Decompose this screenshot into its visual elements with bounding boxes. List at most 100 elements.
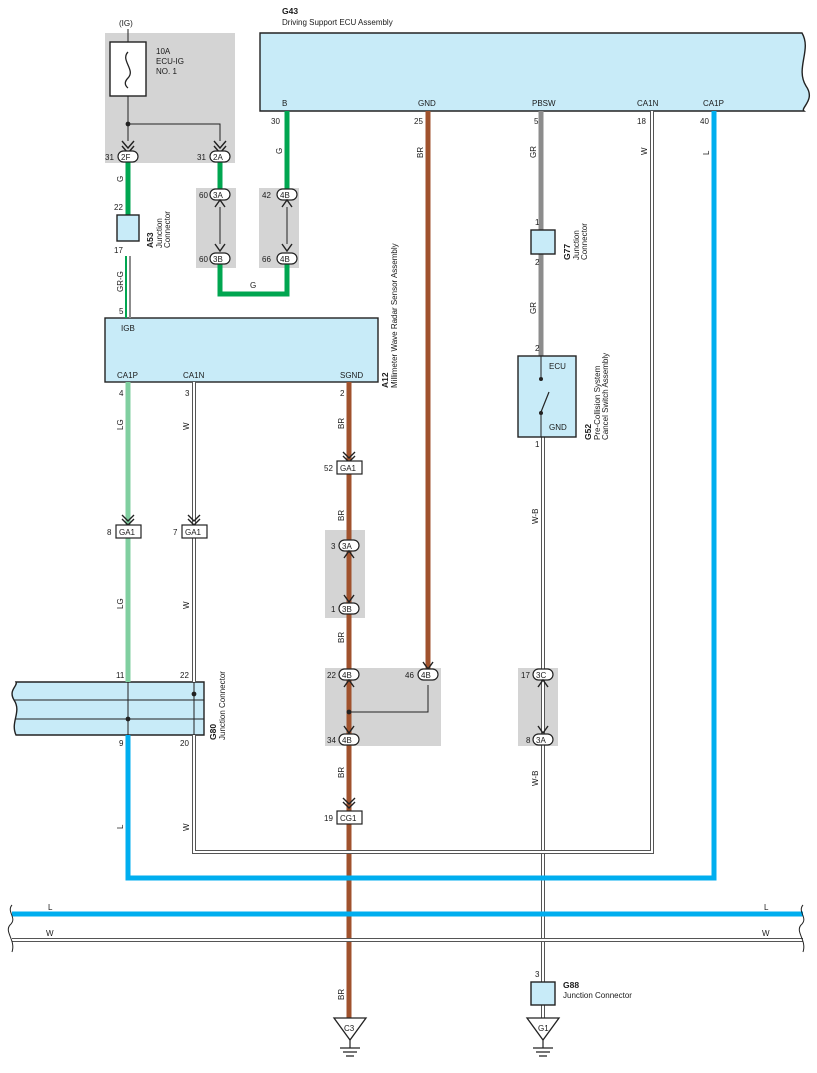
svg-text:60: 60 — [199, 191, 208, 200]
g43-pin-ca1p-label: CA1P — [703, 99, 724, 108]
a53-pin-bottom: 17 — [114, 246, 123, 255]
g52-pin-bottom: 1 — [535, 440, 540, 449]
svg-text:22: 22 — [327, 671, 336, 680]
junction-area-4b-mid — [325, 668, 441, 746]
wire-label-bus-l-right: L — [764, 903, 769, 912]
svg-text:GA1: GA1 — [185, 528, 202, 537]
svg-text:46: 46 — [405, 671, 414, 680]
g52-name-2: Cancel Switch Assembly — [601, 353, 610, 440]
wire-label-br-mid1: BR — [337, 510, 346, 521]
wire-label-br-low: BR — [337, 767, 346, 778]
a12-pin-sgnd-number: 2 — [340, 389, 345, 398]
connector-3a-mid: 3A 3 — [331, 539, 360, 559]
wire-l-ca1p — [125, 111, 717, 881]
connector-ga1-8: GA1 8 — [107, 514, 142, 539]
wire-label-bus-l-left: L — [48, 903, 53, 912]
svg-text:CG1: CG1 — [340, 814, 357, 823]
svg-text:8: 8 — [526, 736, 531, 745]
svg-text:C3: C3 — [344, 1024, 355, 1033]
wire-label-br-ground: BR — [337, 989, 346, 1000]
g52-code: G52 — [583, 424, 593, 440]
connector-2a: 2A 31 — [197, 140, 231, 163]
connector-3b-mid: 3B 1 — [331, 594, 360, 615]
g88-connector-box — [530, 981, 556, 1006]
g88-name: Junction Connector — [563, 991, 632, 1000]
svg-text:7: 7 — [173, 528, 178, 537]
g52-gnd-label: GND — [549, 423, 567, 432]
svg-text:3B: 3B — [342, 605, 352, 614]
wire-label-l-ecu: L — [702, 150, 711, 155]
wire-label-gr-ecu: GR — [529, 146, 538, 158]
g43-pin-gnd-label: GND — [418, 99, 436, 108]
g80-pin-11: 11 — [116, 671, 125, 680]
connector-4b-66: 4B 66 — [262, 243, 298, 265]
svg-text:52: 52 — [324, 464, 333, 473]
a12-pin-ca1p-number: 4 — [119, 389, 124, 398]
svg-text:GA1: GA1 — [340, 464, 357, 473]
wire-label-bus-w-right: W — [762, 929, 770, 938]
connector-3b-top: 3B 60 — [199, 243, 231, 265]
a12-radar-box — [104, 317, 379, 383]
a12-code: A12 — [380, 372, 390, 388]
g77-pin-bottom: 2 — [535, 258, 540, 267]
wire-label-wb-1: W-B — [531, 509, 540, 524]
svg-text:3B: 3B — [213, 255, 223, 264]
svg-text:3C: 3C — [536, 671, 546, 680]
wire-label-bus-w-left: W — [46, 929, 54, 938]
svg-text:4B: 4B — [421, 671, 431, 680]
a12-pin-ca1n-label: CA1N — [183, 371, 205, 380]
svg-text:66: 66 — [262, 255, 271, 264]
svg-text:42: 42 — [262, 191, 271, 200]
svg-text:31: 31 — [197, 153, 206, 162]
connector-4b-34: 4B 34 — [327, 725, 360, 746]
g80-pin-9: 9 — [119, 739, 124, 748]
svg-text:4B: 4B — [342, 671, 352, 680]
wire-label-br-a12: BR — [337, 418, 346, 429]
fuse-name-2: NO. 1 — [156, 67, 177, 76]
ground-g1: G1 — [525, 1017, 561, 1057]
connector-3a-top: 3A 60 — [199, 188, 231, 208]
wire-label-w-1: W — [182, 422, 191, 430]
junction-area-3c-3a — [518, 668, 558, 746]
svg-text:31: 31 — [105, 153, 114, 162]
g52-name-1: Pre-Collision System — [593, 365, 602, 440]
a53-name-1: Junction — [155, 218, 164, 248]
g52-pin-top: 2 — [535, 344, 540, 353]
wire-label-lg-2: LG — [116, 598, 125, 609]
g77-connector-box — [530, 229, 556, 255]
connector-4b-22: 4B 22 — [327, 668, 360, 688]
g88-code: G88 — [563, 980, 579, 990]
a12-pin-sgnd-label: SGND — [340, 371, 363, 380]
fuse-name-1: ECU-IG — [156, 57, 184, 66]
g43-ecu-box — [259, 32, 811, 112]
a12-pin-ca1p-label: CA1P — [117, 371, 138, 380]
svg-text:17: 17 — [521, 671, 530, 680]
a53-name-2: Connector — [163, 211, 172, 248]
g77-name-2: Connector — [580, 223, 589, 260]
wire-label-w-2: W — [182, 601, 191, 609]
fuse-icon — [124, 51, 131, 89]
g80-name: Junction Connector — [218, 671, 227, 740]
ground-c3: C3 — [332, 1017, 368, 1057]
wire-label-grg: GR-G — [116, 271, 125, 292]
connector-3a-bot: 3A 8 — [526, 725, 554, 746]
svg-text:3A: 3A — [536, 736, 546, 745]
g43-pin-gnd-number: 25 — [414, 117, 423, 126]
wire-label-w-ecu: W — [640, 147, 649, 155]
svg-text:1: 1 — [331, 605, 336, 614]
connector-4b-42: 4B 42 — [262, 188, 298, 208]
g88-pin: 3 — [535, 970, 540, 979]
svg-text:60: 60 — [199, 255, 208, 264]
svg-text:GA1: GA1 — [119, 528, 136, 537]
fuse-amp: 10A — [156, 47, 171, 56]
svg-text:3A: 3A — [342, 542, 352, 551]
connector-2f: 2F 31 — [105, 140, 139, 163]
g43-pin-b-number: 30 — [271, 117, 280, 126]
svg-text:2A: 2A — [213, 153, 223, 162]
fuse-box — [109, 41, 147, 97]
svg-text:4B: 4B — [280, 255, 290, 264]
wire-label-gr-g77: GR — [529, 302, 538, 314]
g80-junction-box — [11, 681, 205, 736]
svg-text:2F: 2F — [121, 153, 130, 162]
g43-pin-ca1n-label: CA1N — [637, 99, 659, 108]
